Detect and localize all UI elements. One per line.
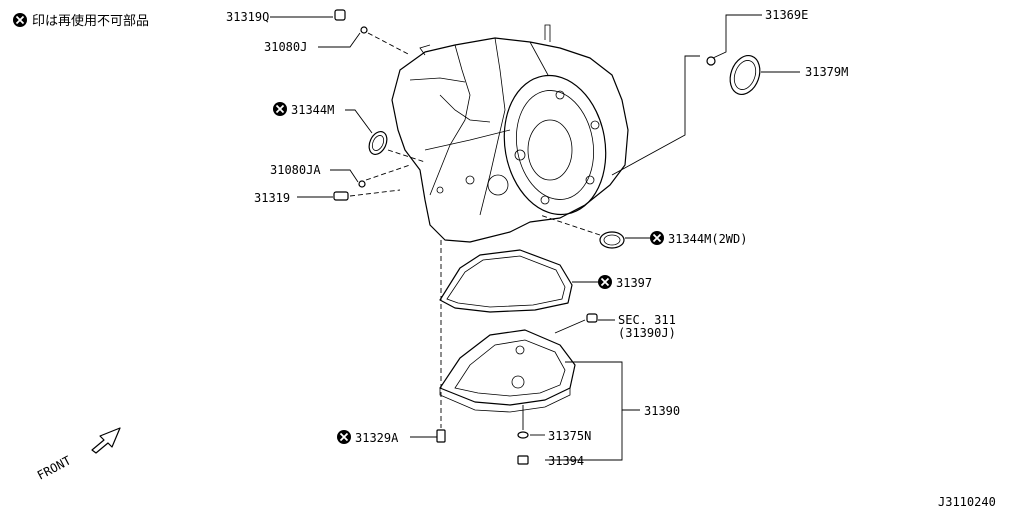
callout-text: 31375N <box>548 429 591 443</box>
callout-31329a: 31329A <box>337 430 399 445</box>
oil-seal-left <box>368 131 388 155</box>
callout-text: 31319Q <box>226 10 269 24</box>
oil-pan <box>439 329 576 413</box>
callout-31344m: 31344M <box>273 102 334 117</box>
callout-text: 31329A <box>355 431 399 445</box>
front-arrow: FRONT <box>35 427 121 483</box>
magnet-31390j <box>586 313 598 323</box>
callout-text: 31397 <box>616 276 652 290</box>
x-circle-icon <box>337 430 351 444</box>
callout-sec-311: SEC. 311 (31390J) <box>618 313 676 340</box>
transmission-case <box>391 24 629 243</box>
plug-31319 <box>333 191 349 201</box>
pan-bolt-31329a <box>436 429 446 443</box>
legend: 印は再使用不可部品 <box>13 13 149 29</box>
callout-31390: 31390 <box>644 404 680 418</box>
drain-plug-31394 <box>517 455 529 465</box>
drain-washer-31375n <box>517 431 529 439</box>
callout-text: 31344M(2WD) <box>668 232 747 246</box>
callout-31394: 31394 <box>548 454 584 468</box>
callout-31319: 31319 <box>254 191 290 205</box>
callout-31369e: 31369E <box>765 8 808 22</box>
callout-31375n: 31375N <box>548 429 591 443</box>
o-ring-31080j <box>360 26 368 34</box>
front-label: FRONT <box>35 453 73 482</box>
leader-lines <box>270 14 800 461</box>
callout-text: 31319 <box>254 191 290 205</box>
plug-31319q <box>334 9 346 21</box>
callout-text: SEC. 311 <box>618 313 676 327</box>
callout-text: (31390J) <box>618 326 676 340</box>
oil-pan-gasket <box>439 249 573 313</box>
diagram-code: J3110240 <box>938 495 996 509</box>
x-circle-icon <box>650 231 664 245</box>
callout-text: 31080J <box>264 40 307 54</box>
legend-text: 印は再使用不可部品 <box>32 13 149 29</box>
callout-text: 31369E <box>765 8 808 22</box>
callout-text: 31394 <box>548 454 584 468</box>
x-circle-icon <box>273 102 287 116</box>
oil-seal-bottom <box>599 231 625 249</box>
callout-text: 31344M <box>291 103 334 117</box>
x-circle-icon <box>13 13 27 27</box>
callout-31080ja: 31080JA <box>270 163 321 177</box>
callout-31319q: 31319Q <box>226 10 269 24</box>
callout-31379m: 31379M <box>805 65 848 79</box>
callout-31080j: 31080J <box>264 40 307 54</box>
x-circle-icon <box>598 275 612 289</box>
callout-text: 31390 <box>644 404 680 418</box>
callout-31344m-2wd: 31344M(2WD) <box>650 231 747 246</box>
callout-text: 31379M <box>805 65 848 79</box>
callout-text: 31080JA <box>270 163 321 177</box>
o-ring-31080ja <box>358 180 366 188</box>
oil-seal-right <box>729 55 761 95</box>
callout-31397: 31397 <box>598 275 652 290</box>
o-ring-31369e <box>706 56 716 66</box>
